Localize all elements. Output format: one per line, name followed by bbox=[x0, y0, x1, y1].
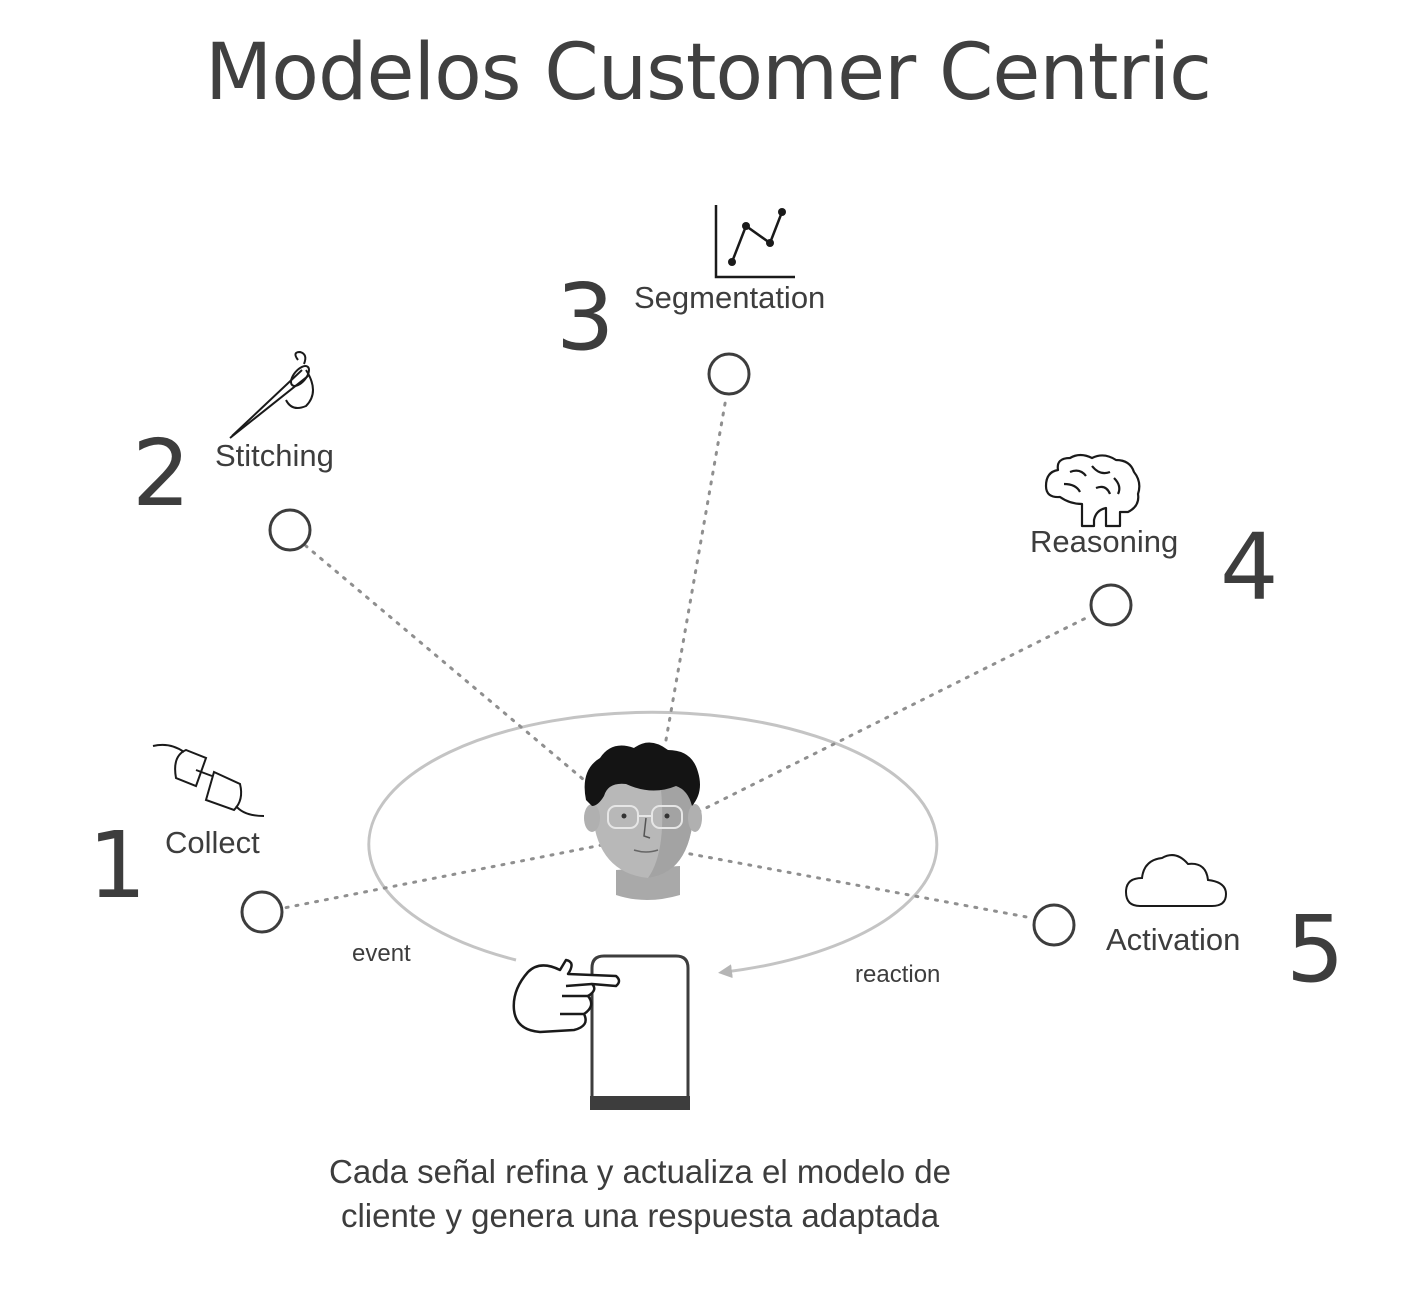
node-activation[interactable] bbox=[1032, 903, 1076, 947]
connector-reasoning bbox=[696, 614, 1092, 814]
step-label-stitching: Stitching bbox=[215, 438, 334, 473]
cloud-icon bbox=[1124, 854, 1228, 907]
step-label-reasoning: Reasoning bbox=[1030, 524, 1179, 559]
node-collect[interactable] bbox=[240, 890, 284, 934]
step-label-collect: Collect bbox=[165, 825, 260, 860]
pointing-hand-icon bbox=[512, 958, 621, 1034]
caption: Cada señal refina y actualiza el modelo … bbox=[329, 1153, 951, 1234]
reaction-label: reaction bbox=[855, 961, 941, 988]
connector-segmentation bbox=[664, 396, 728, 742]
phone-icon bbox=[590, 954, 690, 1110]
node-stitching[interactable] bbox=[268, 508, 312, 552]
line-chart-icon bbox=[714, 205, 795, 279]
event-label: event bbox=[352, 940, 411, 967]
needle-icon bbox=[229, 350, 314, 439]
step-number-segmentation: 3 bbox=[556, 264, 615, 371]
step-number-activation: 5 bbox=[1286, 896, 1345, 1003]
step-label-segmentation: Segmentation bbox=[634, 280, 826, 315]
step-number-collect: 1 bbox=[88, 812, 147, 919]
customer-avatar bbox=[584, 742, 702, 900]
connector-activation bbox=[678, 850, 1034, 920]
cycle-loop bbox=[367, 710, 939, 979]
connector-stitching bbox=[304, 544, 592, 787]
connector-collect bbox=[282, 843, 604, 910]
step-number-stitching: 2 bbox=[132, 420, 191, 527]
brain-icon bbox=[1044, 453, 1141, 528]
node-segmentation[interactable] bbox=[707, 352, 751, 396]
plug-icon bbox=[152, 743, 265, 817]
step-number-reasoning: 4 bbox=[1220, 514, 1279, 621]
step-label-activation: Activation bbox=[1106, 922, 1241, 957]
node-reasoning[interactable] bbox=[1089, 583, 1133, 627]
page-title: Modelos Customer Centric bbox=[204, 28, 1212, 118]
